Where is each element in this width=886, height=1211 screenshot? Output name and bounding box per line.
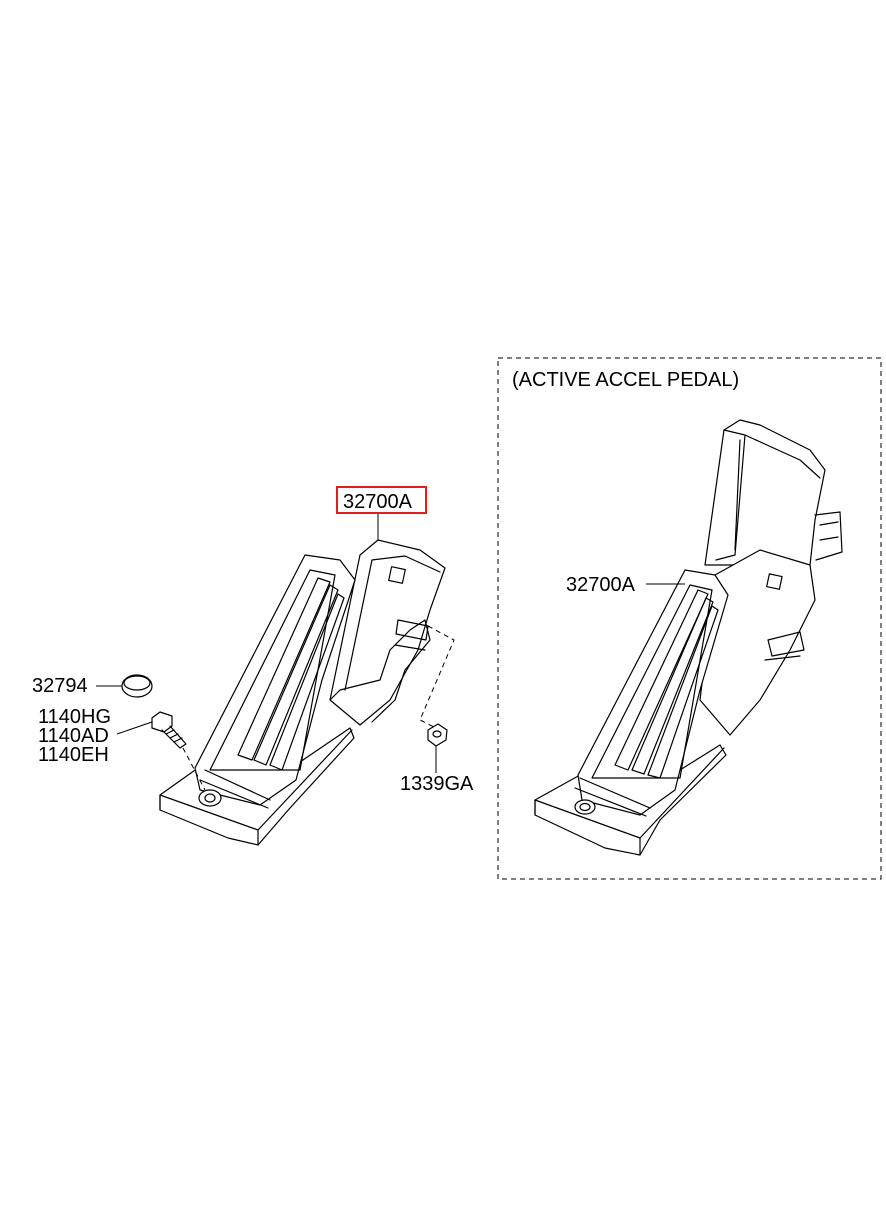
label-32794: 32794 <box>32 675 88 697</box>
accelerator-pedal-assembly <box>159 539 455 846</box>
bolt <box>151 711 206 791</box>
inset-frame <box>497 357 882 880</box>
label-1140AD: 1140AD <box>38 725 109 747</box>
label-1140HG: 1140HG <box>38 706 111 728</box>
label-1140EH: 1140EH <box>38 744 109 766</box>
nut <box>427 723 448 747</box>
active-pedal-assembly <box>534 419 843 856</box>
inset-title: (ACTIVE ACCEL PEDAL) <box>512 369 739 391</box>
label-inset-32700A: 32700A <box>566 574 636 596</box>
cap-32794 <box>121 674 153 698</box>
label-32700A: 32700A <box>343 491 413 513</box>
label-1339GA: 1339GA <box>400 773 474 795</box>
highlight-box <box>336 486 427 514</box>
